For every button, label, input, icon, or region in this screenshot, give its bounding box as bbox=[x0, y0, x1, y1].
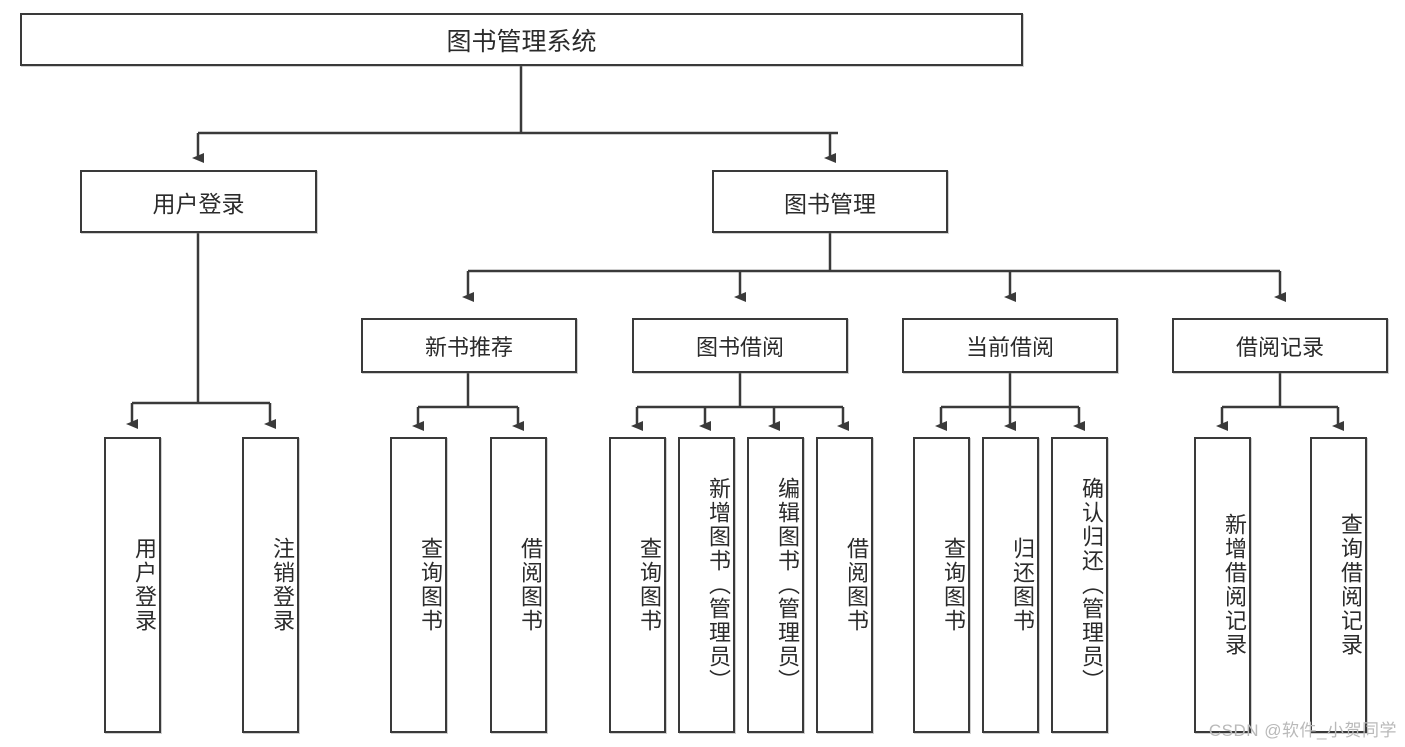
node-new-book-recommend[interactable]: 新书推荐 bbox=[361, 318, 577, 373]
leaf-recommend-query-book[interactable]: 查询图书 bbox=[390, 437, 447, 733]
leaf-current-confirm-return-admin[interactable]: 确认归还（管理员） bbox=[1051, 437, 1108, 733]
leaf-borrow-query-book[interactable]: 查询图书 bbox=[609, 437, 666, 733]
node-root-system[interactable]: 图书管理系统 bbox=[20, 13, 1023, 66]
leaf-borrow-borrow-book[interactable]: 借阅图书 bbox=[816, 437, 873, 733]
node-borrow-record[interactable]: 借阅记录 bbox=[1172, 318, 1388, 373]
csdn-watermark: CSDN @软件_小贺同学 bbox=[1208, 721, 1397, 740]
leaf-borrow-edit-book-admin[interactable]: 编辑图书（管理员） bbox=[747, 437, 804, 733]
leaf-current-query-book[interactable]: 查询图书 bbox=[913, 437, 970, 733]
leaf-borrow-add-book-admin[interactable]: 新增图书（管理员） bbox=[678, 437, 735, 733]
node-current-borrow[interactable]: 当前借阅 bbox=[902, 318, 1118, 373]
leaf-record-query-record[interactable]: 查询借阅记录 bbox=[1310, 437, 1367, 733]
leaf-record-add-record[interactable]: 新增借阅记录 bbox=[1194, 437, 1251, 733]
leaf-current-return-book[interactable]: 归还图书 bbox=[982, 437, 1039, 733]
leaf-user-login-logout[interactable]: 注销登录 bbox=[242, 437, 299, 733]
node-user-login[interactable]: 用户登录 bbox=[80, 170, 317, 233]
node-book-management[interactable]: 图书管理 bbox=[712, 170, 948, 233]
leaf-user-login-login[interactable]: 用户登录 bbox=[104, 437, 161, 733]
node-book-borrow[interactable]: 图书借阅 bbox=[632, 318, 848, 373]
leaf-recommend-borrow-book[interactable]: 借阅图书 bbox=[490, 437, 547, 733]
